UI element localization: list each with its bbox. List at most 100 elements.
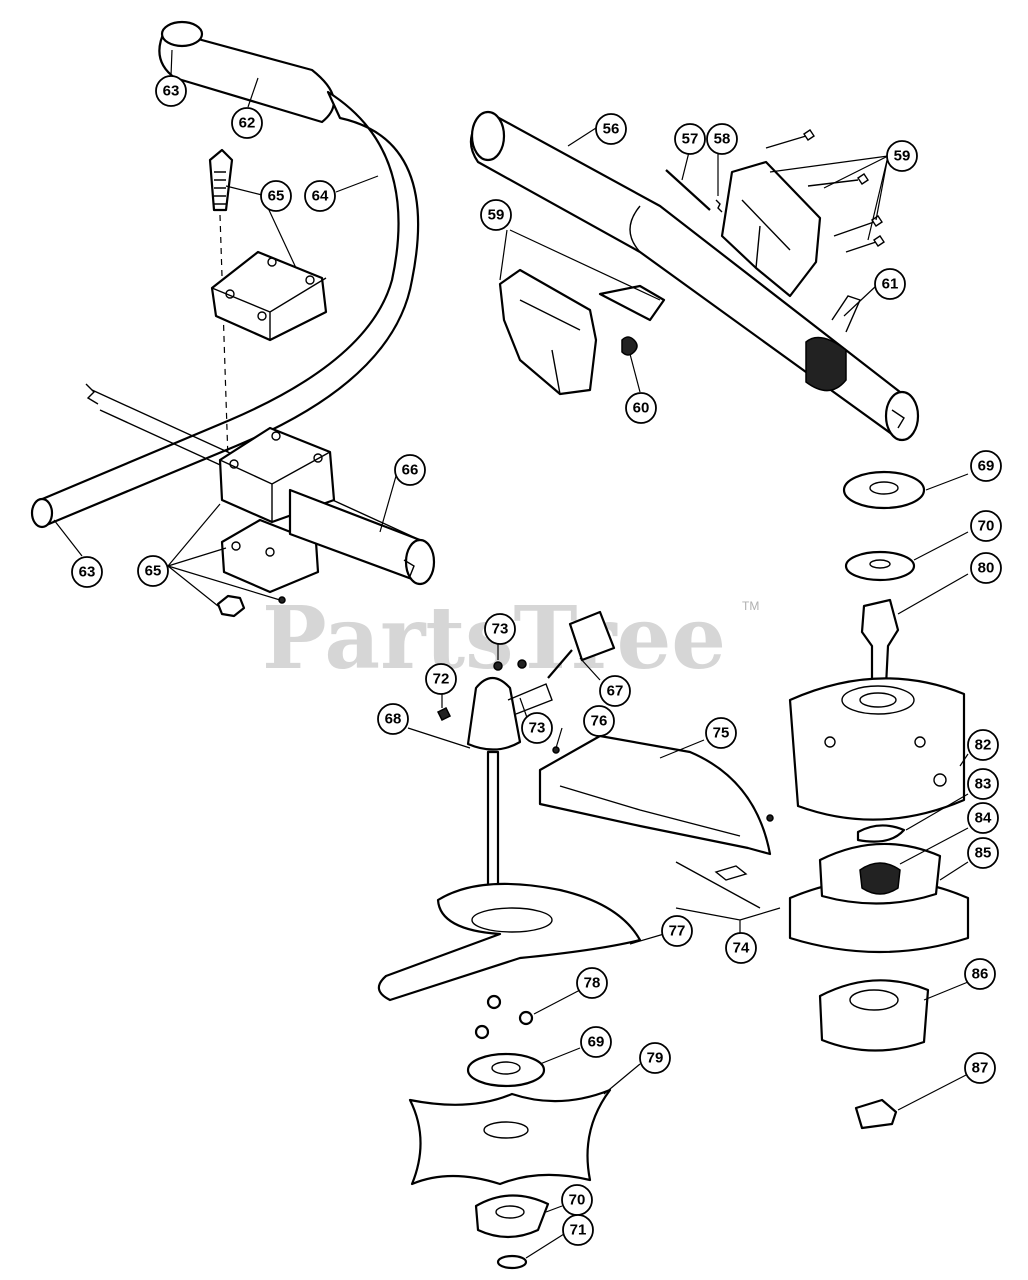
callout-number: 75 <box>713 725 730 742</box>
watermark-trademark: TM <box>742 599 759 613</box>
callout-number: 62 <box>239 115 256 132</box>
callout-circle <box>964 958 996 990</box>
callout-circle <box>970 552 1002 584</box>
head-assembly <box>377 610 774 1270</box>
bump-knob <box>854 1098 898 1130</box>
callout-71: 71 <box>562 1214 594 1246</box>
callout-80: 80 <box>970 552 1002 584</box>
callout-number: 86 <box>972 966 989 983</box>
callout-66: 66 <box>394 454 426 486</box>
callout-60: 60 <box>625 392 657 424</box>
callout-75: 75 <box>705 717 737 749</box>
callout-circle <box>967 837 999 869</box>
handle-grip-end <box>160 20 204 48</box>
shaft-tube <box>469 110 912 442</box>
callout-circle <box>967 802 999 834</box>
callout-67: 67 <box>599 675 631 707</box>
callout-circle <box>970 510 1002 542</box>
callout-number: 65 <box>268 188 285 205</box>
callout-number: 65 <box>145 563 162 580</box>
callout-74: 74 <box>725 932 757 964</box>
blade-adapter <box>474 1194 550 1239</box>
housing-left <box>498 268 598 396</box>
callout-63: 63 <box>155 75 187 107</box>
cutting-blade <box>408 1088 612 1186</box>
pin-58 <box>715 199 723 213</box>
callout-number: 80 <box>978 560 995 577</box>
callout-circle <box>155 75 187 107</box>
callout-circle <box>304 180 336 212</box>
callout-86: 86 <box>964 958 996 990</box>
callout-circle <box>394 454 426 486</box>
shaft-assembly <box>469 110 920 442</box>
callout-circle <box>706 123 738 155</box>
spool-spring <box>859 862 901 895</box>
callout-circle <box>970 450 1002 482</box>
callout-circle <box>967 729 999 761</box>
callout-circle <box>377 703 409 735</box>
callout-circle <box>580 1026 612 1058</box>
callout-73: 73 <box>484 613 516 645</box>
callout-circle <box>562 1214 594 1246</box>
callout-number: 68 <box>385 711 402 728</box>
callout-number: 63 <box>79 564 96 581</box>
callout-61: 61 <box>874 268 906 300</box>
callout-85: 85 <box>967 837 999 869</box>
callout-number: 77 <box>669 923 686 940</box>
callout-circle <box>874 268 906 300</box>
star-washer <box>856 824 906 843</box>
callout-73: 73 <box>521 712 553 744</box>
callout-number: 59 <box>894 148 911 165</box>
callout-68: 68 <box>377 703 409 735</box>
callout-circle <box>231 107 263 139</box>
callout-59: 59 <box>480 199 512 231</box>
callout-77: 77 <box>661 915 693 947</box>
callout-circle <box>964 1052 996 1084</box>
callout-72: 72 <box>425 663 457 695</box>
callout-number: 60 <box>633 400 650 417</box>
callout-64: 64 <box>304 180 336 212</box>
clamp-upper <box>210 250 328 342</box>
callout-circle <box>260 180 292 212</box>
callout-69: 69 <box>580 1026 612 1058</box>
callout-63: 63 <box>71 556 103 588</box>
gear-head <box>466 676 522 751</box>
callout-circle <box>705 717 737 749</box>
callout-78: 78 <box>576 967 608 999</box>
callout-circle <box>480 199 512 231</box>
cup-washer-lower <box>466 1052 546 1088</box>
callout-number: 58 <box>714 131 731 148</box>
callout-58: 58 <box>706 123 738 155</box>
callout-number: 61 <box>882 276 899 293</box>
callout-70: 70 <box>561 1184 593 1216</box>
callout-circle <box>625 392 657 424</box>
callout-number: 79 <box>647 1050 664 1067</box>
callout-circle <box>583 705 615 737</box>
callout-82: 82 <box>967 729 999 761</box>
callout-number: 71 <box>570 1222 587 1239</box>
callout-number: 73 <box>529 720 546 737</box>
callout-59: 59 <box>886 140 918 172</box>
callout-57: 57 <box>674 123 706 155</box>
callout-69: 69 <box>970 450 1002 482</box>
guard-plate <box>675 861 761 909</box>
callout-number: 85 <box>975 845 992 862</box>
callout-number: 64 <box>312 188 329 205</box>
callout-circle <box>674 123 706 155</box>
callout-number: 83 <box>975 776 992 793</box>
callout-circle <box>886 140 918 172</box>
callout-circle <box>484 613 516 645</box>
callout-circle <box>639 1042 671 1074</box>
callout-number: 82 <box>975 737 992 754</box>
callout-circle <box>967 768 999 800</box>
callout-83: 83 <box>967 768 999 800</box>
callout-number: 70 <box>978 518 995 535</box>
leader-lines <box>53 49 969 1259</box>
callout-62: 62 <box>231 107 263 139</box>
callout-number: 69 <box>978 458 995 475</box>
callout-number: 56 <box>603 121 620 138</box>
callout-70: 70 <box>970 510 1002 542</box>
callout-circle <box>725 932 757 964</box>
washer-upper <box>844 550 916 582</box>
